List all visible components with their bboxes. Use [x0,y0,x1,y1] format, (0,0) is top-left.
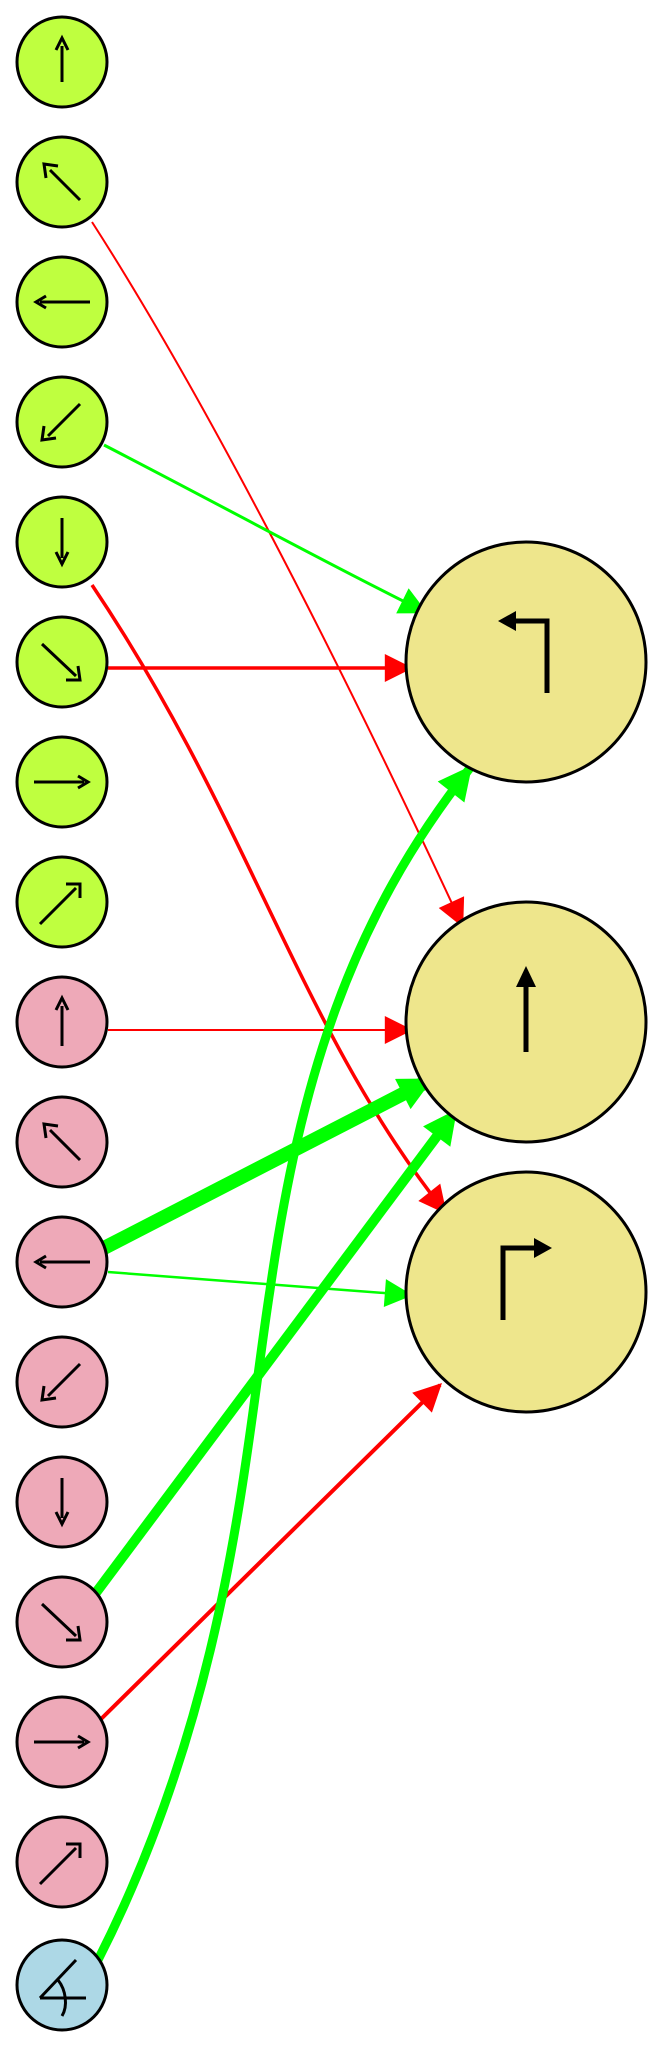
arrow-down-icon [54,1478,70,1528]
node-green-up-left [15,135,109,229]
target-nodes [404,540,648,1414]
turn-right-icon [500,1238,552,1320]
node-pink-right [15,1695,109,1789]
node-blue-angle [15,1938,109,2032]
source-nodes [15,15,109,2032]
node-green-down-right [15,615,109,709]
node-green-up-right [15,855,109,949]
edge-p-right-to-turn-right [96,1383,442,1724]
arrow-right-icon [34,1734,91,1750]
node-target-turn-left [404,540,648,784]
arrow-down-right-icon [40,1602,82,1642]
node-target-turn-right [404,1170,648,1414]
edge-p-down-right-to-straight [87,1109,460,1601]
node-green-right [15,735,109,829]
arrow-down-icon [54,518,70,568]
arrow-left-icon [33,1254,90,1270]
arrow-right-icon [34,774,91,790]
edge-p-left-to-turn-right [107,1270,413,1308]
edge-g-down-left-to-turn-left [103,443,428,614]
node-pink-down-left [15,1335,109,1429]
node-green-down [15,495,109,589]
node-pink-down-right [15,1575,109,1669]
arrow-down-left-icon [40,402,82,442]
edge-g-up-left-to-straight [91,221,465,928]
edge-p-left-to-straight [96,1073,434,1257]
arrow-left-icon [33,294,90,310]
edges-layer [87,221,474,1963]
node-pink-up-right [15,1815,109,1909]
node-target-straight [404,900,648,1144]
arrow-up-icon [54,994,70,1046]
arrow-up-left-icon [42,162,82,202]
edge-g-down-to-turn-right [90,584,447,1215]
angle-icon [38,1958,86,2017]
arrow-up-left-icon [42,1122,82,1162]
arrow-down-left-icon [40,1362,82,1402]
arrow-up-icon [54,34,70,82]
arrow-down-right-icon [40,642,82,682]
arrow-up-right-icon [38,882,82,926]
edge-angle-to-turn-left [93,765,474,1963]
node-pink-down [15,1455,109,1549]
node-green-up [15,15,109,109]
node-pink-up [15,975,109,1069]
arrow-up-right-icon [38,1842,82,1886]
node-pink-up-left [15,1095,109,1189]
straight-up-icon [516,966,536,1052]
node-pink-left [15,1215,109,1309]
node-green-down-left [15,375,109,469]
turn-left-icon [498,611,550,693]
node-green-left [15,255,109,349]
